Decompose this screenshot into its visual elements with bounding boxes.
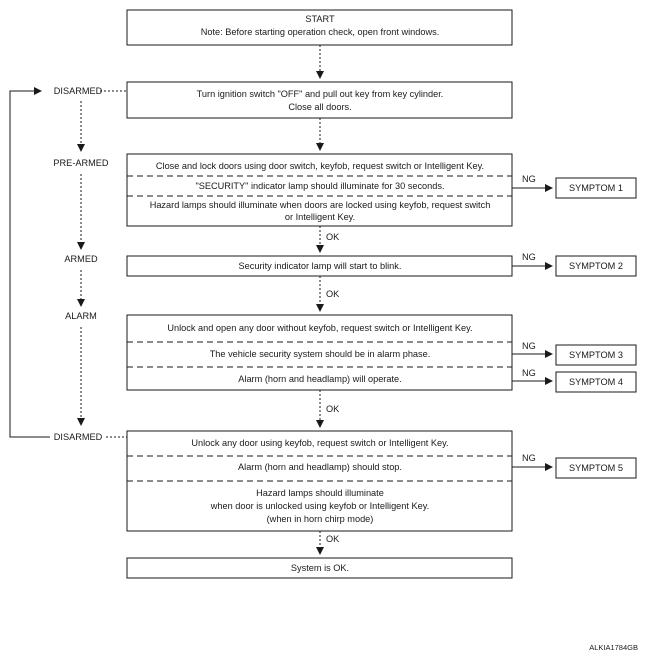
disarm-row-1: Unlock any door using keyfob, request sw… (191, 438, 448, 448)
symptom-3-label: SYMPTOM 3 (569, 350, 623, 360)
alarm-box: Unlock and open any door without keyfob,… (126, 314, 513, 391)
symptom-1-box: SYMPTOM 1 (555, 177, 637, 199)
disarm-row-2: Alarm (horn and headlamp) should stop. (238, 462, 402, 472)
ignition-line-1: Turn ignition switch "OFF" and pull out … (197, 89, 444, 99)
state-disarmed-1: DISARMED (54, 86, 103, 96)
disarm-row-3-line-2: when door is unlocked using keyfob or In… (210, 501, 429, 511)
ignition-line-2: Close all doors. (288, 102, 351, 112)
figure-code: ALKIA1784GB (589, 643, 638, 652)
pre-armed-box: Close and lock doors using door switch, … (126, 153, 513, 227)
alarm-row-2: The vehicle security system should be in… (210, 349, 431, 359)
start-title: START (305, 14, 335, 24)
symptom-2-box: SYMPTOM 2 (555, 255, 637, 277)
ng-label-5: NG (522, 453, 536, 463)
armed-row-1: Security indicator lamp will start to bl… (239, 261, 402, 271)
ng-label-4: NG (522, 368, 536, 378)
symptom-2-label: SYMPTOM 2 (569, 261, 623, 271)
symptom-1-label: SYMPTOM 1 (569, 183, 623, 193)
disarm-row-3-line-3: (when in horn chirp mode) (267, 514, 374, 524)
state-alarm: ALARM (65, 311, 97, 321)
disarm-box: Unlock any door using keyfob, request sw… (126, 430, 513, 532)
symptom-4-label: SYMPTOM 4 (569, 377, 623, 387)
pre-armed-row-3-line-1: Hazard lamps should illuminate when door… (150, 200, 491, 210)
symptom-5-box: SYMPTOM 5 (555, 457, 637, 479)
state-armed: ARMED (64, 254, 98, 264)
symptom-3-box: SYMPTOM 3 (555, 344, 637, 366)
armed-box: Security indicator lamp will start to bl… (126, 255, 513, 277)
pre-armed-row-2: "SECURITY" indicator lamp should illumin… (195, 181, 444, 191)
end-box: System is OK. (126, 557, 513, 579)
ok-label-1: OK (326, 232, 340, 242)
alarm-row-1: Unlock and open any door without keyfob,… (167, 323, 472, 333)
ok-label-2: OK (326, 289, 340, 299)
alarm-row-3: Alarm (horn and headlamp) will operate. (238, 374, 401, 384)
ng-label-3: NG (522, 341, 536, 351)
disarm-row-3-line-1: Hazard lamps should illuminate (256, 488, 384, 498)
ok-label-4: OK (326, 534, 340, 544)
loop-back-arrow (9, 87, 50, 438)
pre-armed-row-3-line-2: or Intelligent Key. (285, 212, 355, 222)
ng-label-1: NG (522, 174, 536, 184)
ok-label-3: OK (326, 404, 340, 414)
state-disarmed-2: DISARMED (54, 432, 103, 442)
state-pre-armed: PRE-ARMED (53, 158, 108, 168)
start-note: Note: Before starting operation check, o… (201, 27, 440, 37)
start-box: START Note: Before starting operation ch… (126, 9, 513, 46)
symptom-4-box: SYMPTOM 4 (555, 371, 637, 393)
symptom-5-label: SYMPTOM 5 (569, 463, 623, 473)
ignition-box: Turn ignition switch "OFF" and pull out … (126, 81, 513, 119)
pre-armed-row-1: Close and lock doors using door switch, … (156, 161, 484, 171)
end-label: System is OK. (291, 563, 349, 573)
ng-label-2: NG (522, 252, 536, 262)
